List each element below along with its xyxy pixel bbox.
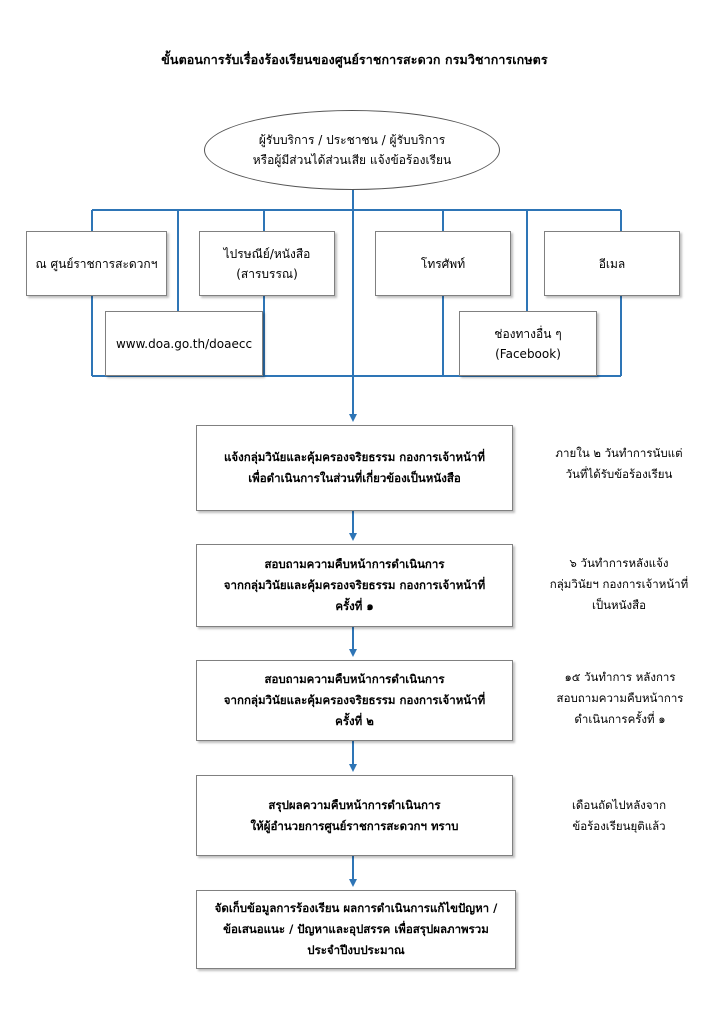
step-3-line3: ครั้งที่ ๒ [335, 714, 374, 728]
step-5-line2: ข้อเสนอแนะ / ปัญหาและอุปสรรค เพื่อสรุปผล… [223, 922, 489, 936]
channel-center-box: ณ ศูนย์ราชการสะดวกฯ [26, 231, 167, 296]
step-1-box: แจ้งกลุ่มวินัยและคุ้มครองจริยธรรม กองการ… [196, 425, 513, 511]
step-3-line2: จากกลุ่มวินัยและคุ้มครองจริยธรรม กองการเ… [223, 693, 486, 707]
channel-phone-box: โทรศัพท์ [375, 231, 511, 296]
channel-mail-box: ไปรษณีย์/หนังสือ (สารบรรณ) [199, 231, 335, 296]
note-3-line3: ดำเนินการครั้งที่ ๑ [574, 712, 666, 726]
step-4-line1: สรุปผลความคืบหน้าการดำเนินการ [268, 797, 441, 812]
channel-mail-label-1: ไปรษณีย์/หนังสือ [223, 246, 311, 261]
note-2-line3: เป็นหนังสือ [591, 598, 647, 612]
note-3-line1: ๑๕ วันทำการ หลังการ [564, 670, 676, 684]
step-1-line2: เพื่อดำเนินการในส่วนที่เกี่ยวข้องเป็นหนั… [248, 471, 461, 485]
note-3-line2: สอบถามความคืบหน้าการ [556, 691, 684, 705]
step-2-line2: จากกลุ่มวินัยและคุ้มครองจริยธรรม กองการเ… [223, 578, 486, 592]
note-4-line1: เดือนถัดไปหลังจาก [571, 798, 667, 812]
note-4-line2: ข้อร้องเรียนยุติแล้ว [572, 819, 666, 833]
start-node-line1: ผู้รับบริการ / ประชาชน / ผู้รับบริการ [258, 133, 446, 147]
step-2-line3: ครั้งที่ ๑ [335, 599, 374, 613]
channel-email-box: อีเมล [544, 231, 680, 296]
note-step-2: ๖ วันทำการหลังแจ้ง กลุ่มวินัยฯ กองการเจ้… [532, 553, 706, 616]
start-node-line2: หรือผู้มีส่วนได้ส่วนเสีย แจ้งข้อร้องเรีย… [252, 153, 452, 167]
start-node: ผู้รับบริการ / ประชาชน / ผู้รับบริการ หร… [204, 110, 500, 190]
page-title: ขั้นตอนการรับเรื่องร้องเรียนของศูนย์ราชก… [161, 52, 548, 67]
channel-phone-label: โทรศัพท์ [420, 256, 466, 271]
channel-website-box: www.doa.go.th/doaecc [105, 311, 263, 376]
note-1-line2: วันที่ได้รับข้อร้องเรียน [565, 467, 673, 481]
channel-mail-label-2: (สารบรรณ) [236, 266, 298, 281]
step-5-line1: จัดเก็บข้อมูลการร้องเรียน ผลการดำเนินการ… [214, 901, 498, 915]
channel-email-label: อีเมล [598, 256, 626, 271]
channel-other-label-2: (Facebook) [495, 346, 561, 361]
step-4-box: สรุปผลความคืบหน้าการดำเนินการ ให้ผู้อำนว… [196, 775, 513, 856]
note-step-3: ๑๕ วันทำการ หลังการ สอบถามความคืบหน้าการ… [540, 667, 700, 730]
note-2-line2: กลุ่มวินัยฯ กองการเจ้าหน้าที่ [549, 577, 689, 591]
channel-other-label-1: ช่องทางอื่น ๆ [494, 326, 562, 341]
channel-other-box: ช่องทางอื่น ๆ (Facebook) [459, 311, 597, 376]
note-1-line1: ภายใน ๒ วันทำการนับแต่ [555, 446, 683, 460]
note-2-line1: ๖ วันทำการหลังแจ้ง [569, 556, 669, 570]
step-5-line3: ประจำปีงบประมาณ [307, 943, 405, 957]
step-5-box: จัดเก็บข้อมูลการร้องเรียน ผลการดำเนินการ… [196, 890, 516, 969]
step-1-line1: แจ้งกลุ่มวินัยและคุ้มครองจริยธรรม กองการ… [223, 450, 485, 464]
step-2-box: สอบถามความคืบหน้าการดำเนินการ จากกลุ่มวิ… [196, 544, 513, 627]
step-3-line1: สอบถามความคืบหน้าการดำเนินการ [264, 672, 445, 686]
step-3-box: สอบถามความคืบหน้าการดำเนินการ จากกลุ่มวิ… [196, 660, 513, 741]
channel-center-label: ณ ศูนย์ราชการสะดวกฯ [35, 256, 158, 271]
channel-website-label: www.doa.go.th/doaecc [115, 336, 253, 351]
step-4-line2: ให้ผู้อำนวยการศูนย์ราชการสะดวกฯ ทราบ [250, 818, 459, 833]
step-2-line1: สอบถามความคืบหน้าการดำเนินการ [264, 557, 445, 571]
note-step-1: ภายใน ๒ วันทำการนับแต่ วันที่ได้รับข้อร้… [540, 443, 698, 485]
note-step-4: เดือนถัดไปหลังจาก ข้อร้องเรียนยุติแล้ว [540, 795, 698, 837]
